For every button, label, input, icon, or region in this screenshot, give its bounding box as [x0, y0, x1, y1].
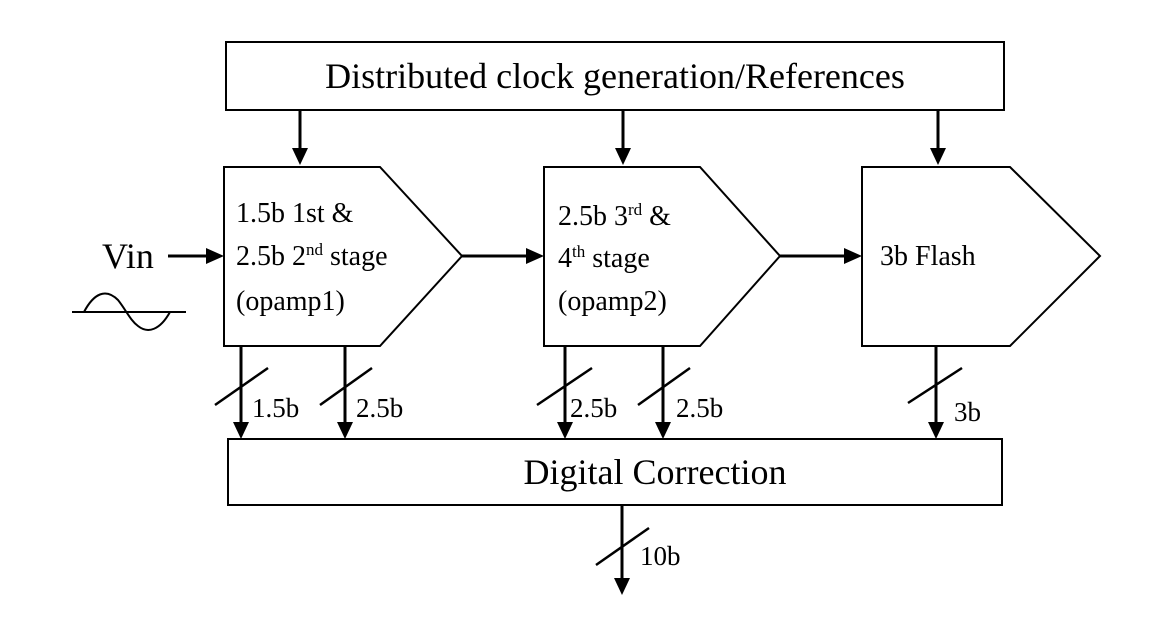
stage2-line2: 4th stage — [558, 242, 650, 274]
bus-s1-out2-label: 2.5b — [356, 393, 403, 423]
flash-block: 3b Flash — [861, 166, 1102, 347]
bus-flash-out-label: 3b — [954, 397, 981, 427]
final-output-label: 10b — [640, 541, 681, 571]
clock-generation-block: Distributed clock generation/References — [225, 41, 1005, 111]
stage2-line3: (opamp2) — [558, 286, 667, 317]
bus-flash-out: 3b — [907, 346, 981, 439]
digital-correction-block: Digital Correction — [227, 438, 1003, 506]
stage1-block: 1.5b 1st & 2.5b 2nd stage (opamp1) — [223, 166, 464, 347]
bus-s2-out1-label: 2.5b — [570, 393, 617, 423]
flash-label: 3b Flash — [880, 241, 976, 272]
bus-s1-out2: 2.5b — [319, 346, 403, 439]
stage1-line3: (opamp1) — [236, 286, 345, 317]
clock-distribution-arrows — [292, 110, 946, 165]
sine-wave-icon — [72, 292, 186, 331]
digital-correction-label: Digital Correction — [524, 452, 787, 492]
final-output: 10b — [595, 505, 681, 595]
bus-s1-out1-label: 1.5b — [252, 393, 299, 423]
stage2-block: 2.5b 3rd & 4th stage (opamp2) — [543, 166, 782, 347]
stage1-line1: 1.5b 1st & — [236, 198, 354, 229]
bus-s2-out2: 2.5b — [637, 346, 723, 439]
stage1-line2: 2.5b 2nd stage — [236, 240, 388, 272]
bus-s2-out2-label: 2.5b — [676, 393, 723, 423]
stage2-line1: 2.5b 3rd & — [558, 200, 671, 232]
clock-generation-label: Distributed clock generation/References — [325, 56, 905, 96]
vin-label: Vin — [102, 236, 154, 276]
input-section: Vin — [72, 236, 224, 331]
bus-s1-out1: 1.5b — [214, 346, 299, 439]
bus-s2-out1: 2.5b — [536, 346, 617, 439]
interstage-arrows — [462, 248, 862, 264]
